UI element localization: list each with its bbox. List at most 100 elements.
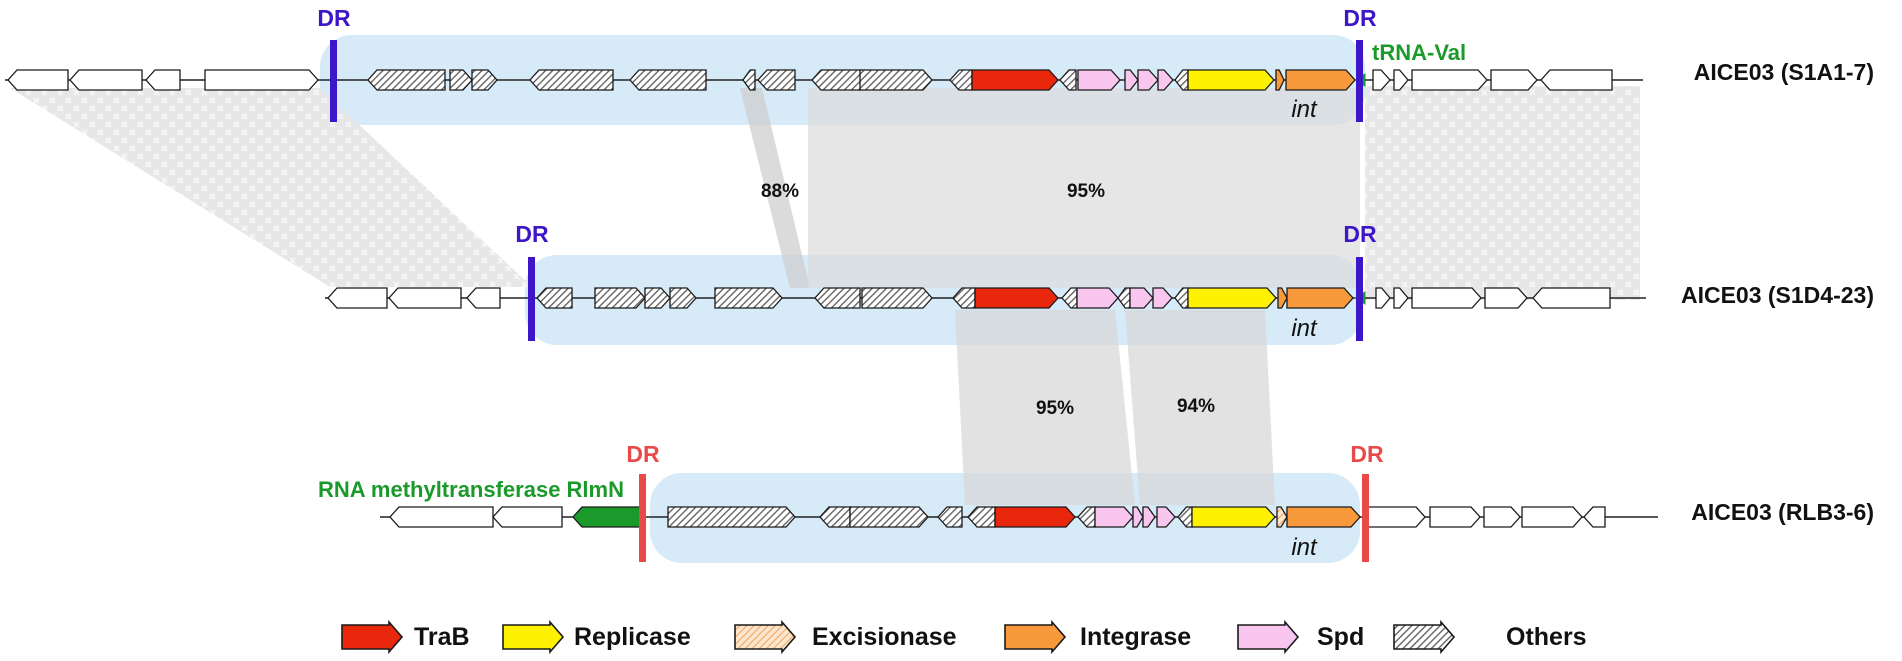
gene-rlb36-plain — [1429, 506, 1481, 528]
gene-s1a17-plain — [1393, 69, 1409, 91]
gene-s1d423-integ — [1277, 287, 1288, 309]
gene-s1a17-integ — [1285, 69, 1356, 91]
identity-label: 94% — [1177, 396, 1215, 417]
int-label: int — [1291, 315, 1318, 342]
dr-label: DR — [317, 5, 351, 31]
gene-s1d423-plain — [1411, 287, 1482, 309]
dr-label: DR — [1343, 5, 1377, 31]
legend-swatch-replicase — [502, 619, 565, 655]
gene-rlb36-spd — [1132, 506, 1144, 528]
gene-s1a17-oth — [742, 69, 756, 91]
gene-s1d423-trab — [974, 287, 1059, 309]
track-name-s1d423: AICE03 (S1D4-23) — [1681, 282, 1874, 308]
gene-s1d423-plain — [388, 287, 462, 309]
gene-s1d423-oth — [594, 287, 646, 309]
gene-rlb36-plain — [389, 506, 494, 528]
gene-rlb36-trab — [994, 506, 1076, 528]
gene-rlb36-plain — [1583, 506, 1606, 528]
gene-s1d423-plain — [1393, 287, 1409, 309]
homology-right-flank — [1365, 86, 1640, 300]
gene-rlb36-spd — [1142, 506, 1156, 528]
gene-s1d423-oth — [536, 287, 573, 309]
gene-s1d423-spd — [1076, 287, 1119, 309]
legend-label-spd: Spd — [1317, 623, 1364, 651]
gene-s1a17-oth — [367, 69, 446, 91]
legend-swatch-excisionase — [734, 619, 797, 655]
dr-bar — [1356, 40, 1363, 122]
gene-s1a17-spd — [1157, 69, 1174, 91]
gene-rlb36-plain — [1483, 506, 1521, 528]
gene-s1d423-plain — [1532, 287, 1611, 309]
legend-label-excisionase: Excisionase — [812, 623, 957, 651]
gene-rlb36-rep — [1191, 506, 1276, 528]
trna-val-label: tRNA-Val — [1372, 40, 1466, 65]
legend-label-others: Others — [1506, 623, 1587, 651]
gene-rlb36-plain — [492, 506, 563, 528]
genes-layer — [5, 69, 1658, 528]
gene-s1a17-oth — [811, 69, 863, 91]
gene-s1a17-oth — [1059, 69, 1077, 91]
gene-s1a17-spd — [1137, 69, 1159, 91]
legend-label-integrase: Integrase — [1080, 623, 1191, 651]
gene-s1a17-oth — [629, 69, 707, 91]
dr-bar — [528, 257, 535, 341]
gene-s1a17-integ — [1275, 69, 1285, 91]
rlmn-label: RNA methyltransferase RlmN — [318, 477, 624, 502]
legend-swatch-others — [1393, 619, 1456, 655]
gene-s1a17-spd — [1077, 69, 1121, 91]
homology-left-flank — [10, 88, 532, 287]
gene-s1d423-rep — [1187, 287, 1277, 309]
gene-s1d423-oth — [644, 287, 671, 309]
gene-s1d423-spd — [1129, 287, 1154, 309]
gene-s1a17-rep — [1187, 69, 1275, 91]
legend-label-replicase: Replicase — [574, 623, 691, 651]
identity-label: 88% — [761, 181, 799, 202]
gene-s1a17-plain — [1372, 69, 1391, 91]
int-label: int — [1291, 534, 1318, 561]
int-label: int — [1291, 96, 1318, 123]
dr-bar — [639, 474, 646, 562]
dr-bar — [330, 40, 337, 122]
gene-s1d423-spd — [1152, 287, 1173, 309]
gene-rlb36-spd — [1156, 506, 1176, 528]
gene-s1a17-oth — [859, 69, 933, 91]
gene-s1a17-plain — [145, 69, 181, 91]
dr-label: DR — [1350, 441, 1384, 467]
gene-s1d423-plain — [1375, 287, 1391, 309]
homology-88 — [740, 88, 810, 288]
gene-s1a17-plain — [69, 69, 143, 91]
gene-s1a17-spd — [1124, 69, 1139, 91]
gene-s1d423-oth — [669, 287, 697, 309]
gene-rlb36-spd — [1094, 506, 1134, 528]
gene-s1a17-plain — [1540, 69, 1613, 91]
legend — [341, 619, 1456, 655]
gene-s1a17-oth — [757, 69, 796, 91]
legend-label-trab: TraB — [414, 623, 470, 651]
dr-label: DR — [1343, 221, 1377, 247]
gene-s1a17-plain — [1490, 69, 1538, 91]
gene-rlb36-oth — [849, 506, 929, 528]
dr-label: DR — [626, 441, 660, 467]
homology-95-top — [808, 88, 1360, 288]
gene-s1d423-plain — [327, 287, 388, 309]
homology-94 — [1125, 310, 1275, 505]
direct-repeat-layer — [330, 40, 1369, 562]
gene-s1d423-integ — [1286, 287, 1354, 309]
gene-rlb36-oth — [937, 506, 963, 528]
identity-label: 95% — [1036, 398, 1074, 419]
track-name-rlb36: AICE03 (RLB3-6) — [1691, 499, 1874, 525]
gene-s1a17-plain — [1411, 69, 1488, 91]
legend-swatch-spd — [1237, 619, 1300, 655]
gene-s1d423-oth — [714, 287, 783, 309]
gene-s1a17-oth — [449, 69, 473, 91]
gene-rlb36-green — [572, 506, 643, 528]
gene-s1a17-oth — [471, 69, 498, 91]
gene-s1d423-plain — [466, 287, 501, 309]
legend-swatch-integrase — [1004, 619, 1067, 655]
gene-rlb36-plain — [1366, 506, 1426, 528]
dr-label: DR — [515, 221, 549, 247]
dr-bar — [1356, 257, 1363, 341]
legend-swatch-trab — [341, 619, 404, 655]
gene-rlb36-oth — [667, 506, 796, 528]
